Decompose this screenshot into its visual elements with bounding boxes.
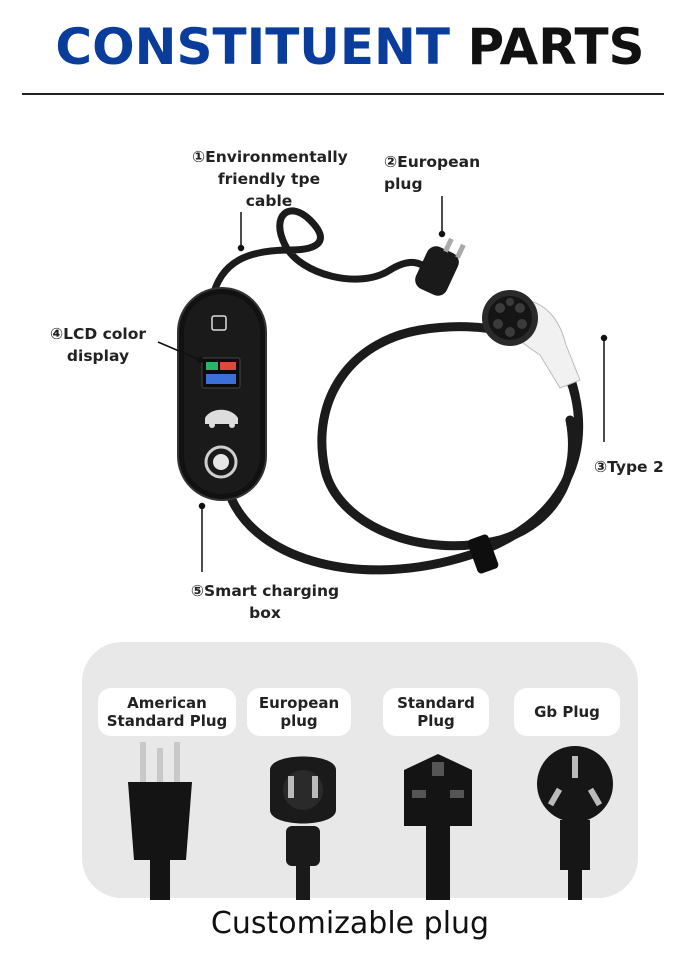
label-box-line2: box bbox=[249, 604, 281, 622]
type2-connector-head bbox=[482, 290, 581, 389]
plug-card-line: Standard bbox=[397, 694, 475, 712]
plug-card-line: Standard Plug bbox=[106, 712, 228, 730]
plug-card-european: European plug bbox=[247, 688, 351, 736]
label-lcd: ④LCD color display bbox=[46, 323, 150, 367]
cable-strap bbox=[467, 534, 499, 574]
standard-uk-plug-icon bbox=[404, 754, 472, 900]
page-title: CONSTITUENT PARTS bbox=[0, 18, 700, 76]
plug-card-standard: Standard Plug bbox=[383, 688, 489, 736]
footer-caption: Customizable plug bbox=[210, 906, 490, 941]
charger-illustration bbox=[157, 196, 608, 575]
label-cable: ①Environmentally friendly tpe cable bbox=[192, 146, 348, 212]
european-plug-head bbox=[415, 237, 466, 296]
label-european-plug: ②European plug bbox=[384, 153, 481, 193]
label-type2: ③Type 2 bbox=[594, 458, 664, 476]
leader-lines bbox=[157, 196, 608, 572]
type2-cable-coil bbox=[227, 322, 584, 575]
title-divider bbox=[22, 93, 664, 95]
plug-card-line: plug bbox=[280, 712, 318, 730]
smart-charging-box bbox=[177, 287, 267, 501]
gb-plug-icon bbox=[537, 746, 613, 900]
label-box-line1: ⑤Smart charging bbox=[190, 582, 340, 600]
label-cable-line2: friendly tpe cable bbox=[217, 170, 321, 210]
american-plug-icon bbox=[128, 742, 192, 900]
plug-cable bbox=[208, 207, 434, 304]
plug-card-line: American bbox=[127, 694, 207, 712]
plug-card-line: European bbox=[258, 694, 340, 712]
plug-card-gb: Gb Plug bbox=[514, 688, 620, 736]
label-lcd-line1: ④LCD color bbox=[49, 325, 147, 343]
plug-card-line: Gb Plug bbox=[534, 703, 600, 721]
title-part-dark: PARTS bbox=[467, 18, 645, 76]
label-cable-line1: ①Environmentally bbox=[192, 148, 348, 166]
label-box: ⑤Smart charging box bbox=[190, 580, 340, 624]
european-plug-icon bbox=[270, 756, 336, 900]
label-lcd-line2: display bbox=[66, 347, 130, 365]
plug-card-line: Plug bbox=[417, 712, 455, 730]
title-part-blue: CONSTITUENT bbox=[55, 18, 451, 76]
plug-card-american: American Standard Plug bbox=[98, 688, 236, 736]
